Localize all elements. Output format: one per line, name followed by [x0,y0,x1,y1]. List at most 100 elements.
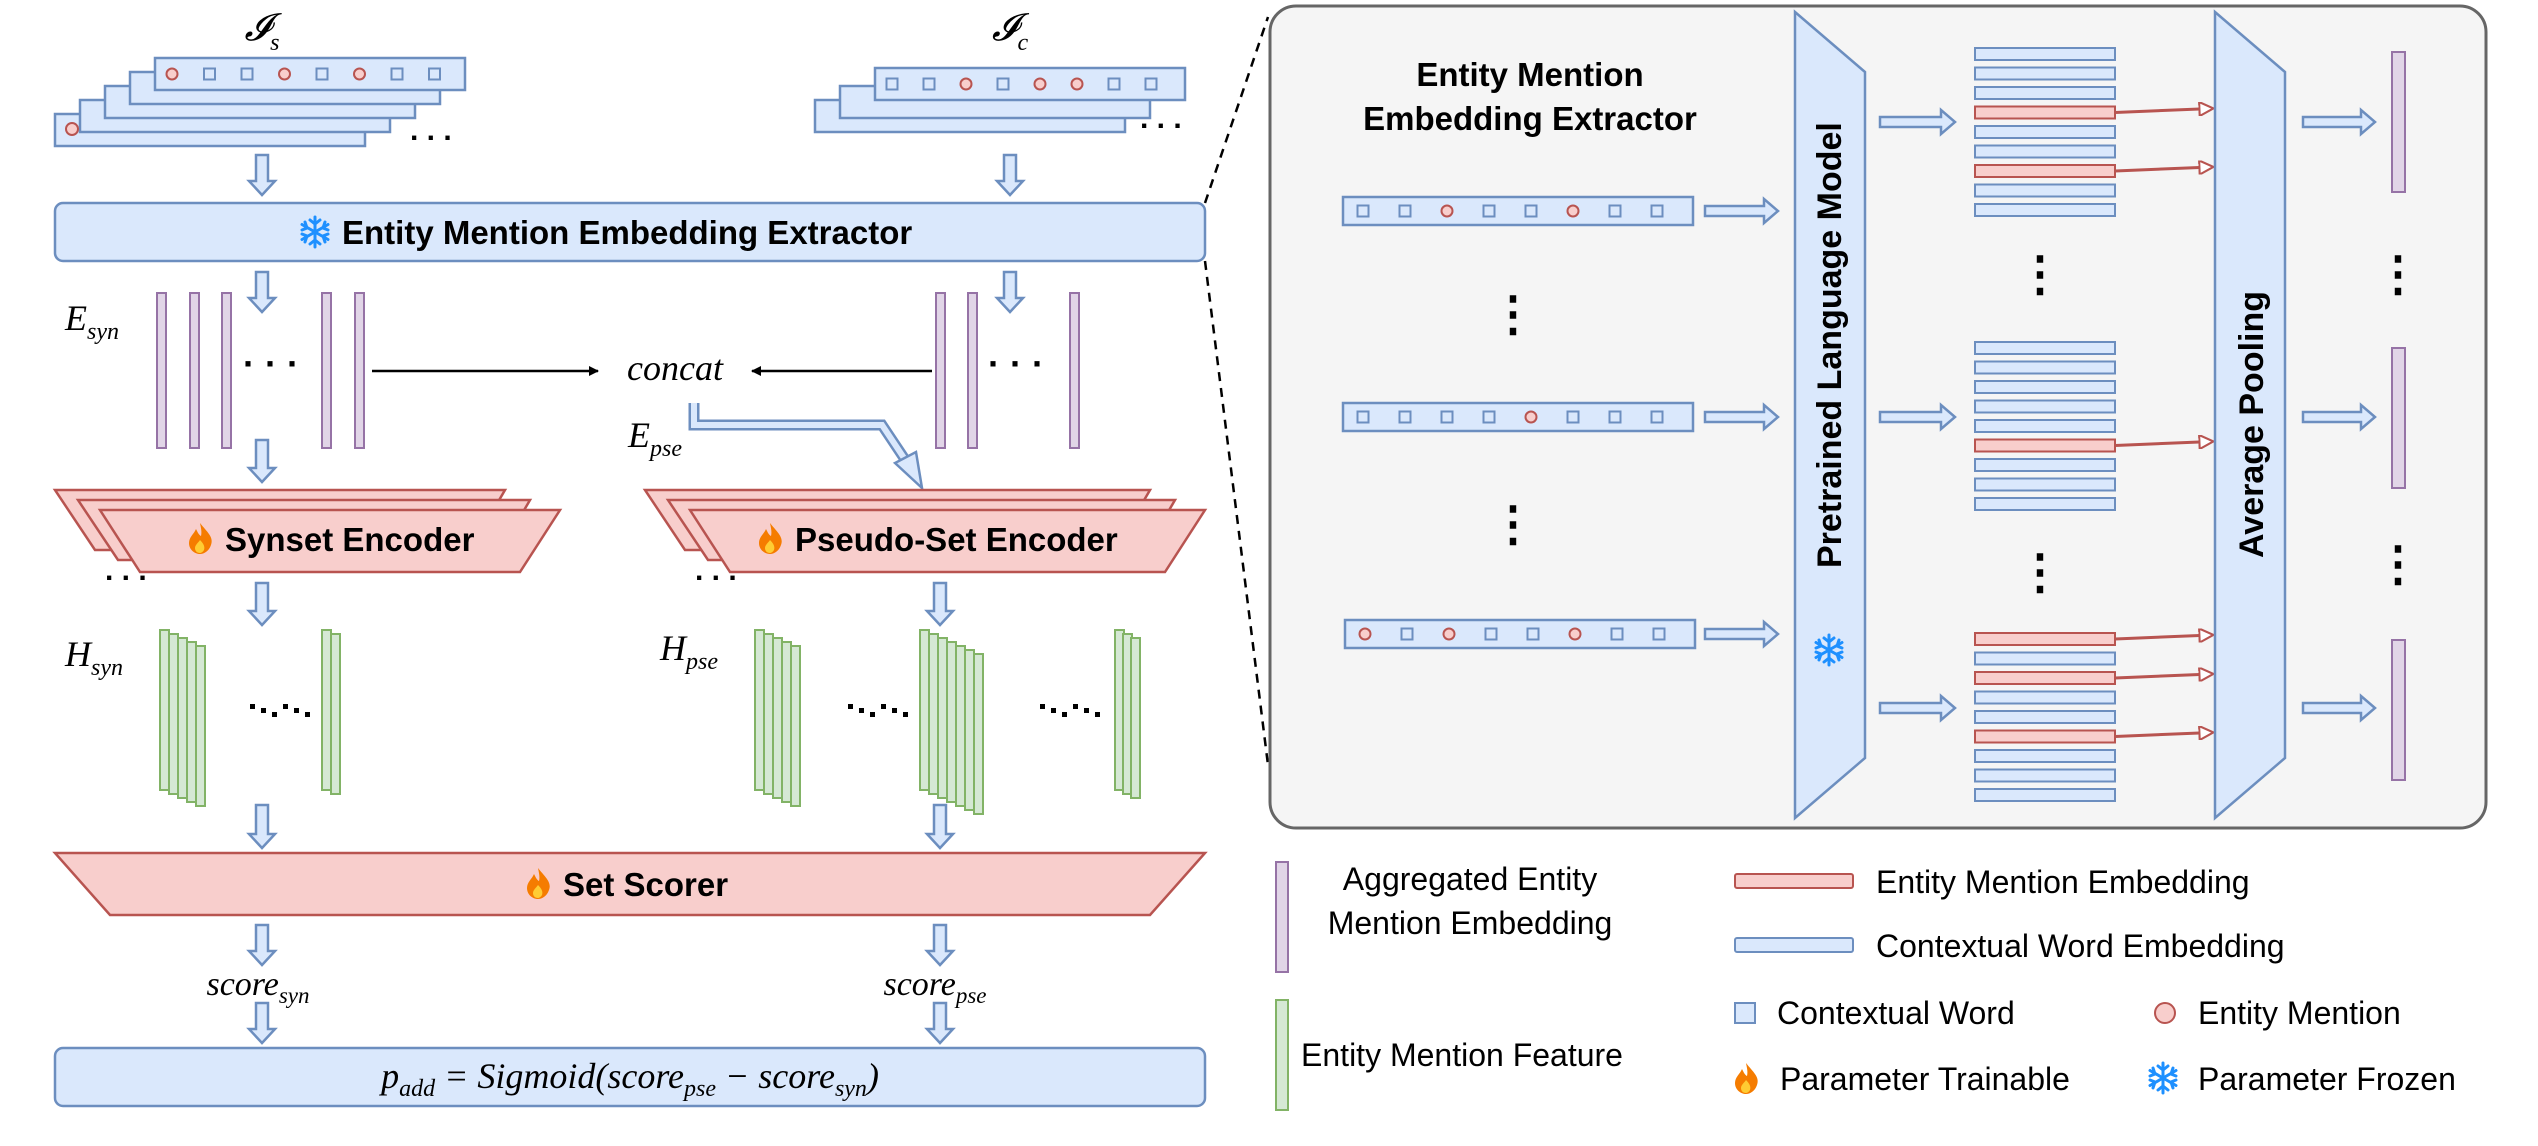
contextual-word-token [203,67,216,81]
embedding-ellipsis: · · · [988,343,1044,384]
candidate-input-stack: . . . [813,66,1187,135]
contextual-embedding [1974,458,2116,472]
pretrained-language-model [1793,9,1867,821]
feature-ellipsis-dot [250,704,255,709]
feature-ellipsis-dot [881,704,886,709]
feature-vector [168,633,179,795]
feature-vector [186,641,197,803]
contextual-embedding [1974,477,2116,492]
feature-ellipsis-dot [859,708,864,713]
contextual-embedding [1974,749,2116,763]
contextual-embedding [1974,47,2116,61]
contextual-embedding [1974,690,2116,705]
plm-label: Pretrained Language Model [1811,122,1849,568]
contextual-word-token [996,77,1010,91]
entity-mention-token [1568,627,1582,641]
pooling-label: Average Pooling [2233,291,2271,558]
legend-feature-label: Entity Mention Feature [1301,1037,1623,1073]
feature-ellipsis-dot [305,712,310,717]
down-arrow [246,153,278,197]
legend-aggregated-line2: Mention Embedding [1328,905,1613,941]
down-arrow [246,1001,278,1045]
synset-encoder: . . . [52,488,563,587]
flame-icon [1735,1063,1758,1094]
mention-embedding [1974,671,2116,685]
sentence-bar [1341,195,1695,227]
vertical-ellipsis: ⋮ [1489,498,1537,551]
pse-embeddings: · · · [935,292,1080,449]
legend-contextual-embedding-swatch [1734,937,1854,953]
entity-mention-token [278,67,291,81]
entity-mention-token [1358,627,1372,641]
extractor-label: Entity Mention Embedding Extractor [342,214,912,251]
input-sentences [1341,195,1697,650]
feature-ellipsis-dot [1062,712,1067,717]
mention-embedding [1974,164,2116,178]
entity-mention-token [165,67,179,81]
contextual-word-token [1566,410,1580,424]
contextual-word-token [1400,627,1414,641]
stack-ellipsis: . . . [1140,102,1182,135]
feature-vector [763,633,774,795]
zoom-connector-bottom [1203,260,1270,766]
vertical-ellipsis: ⋮ [2374,248,2422,301]
feature-ellipsis-dot [1073,704,1078,709]
contextual-word-token [1650,204,1664,218]
contextual-word-token [885,77,899,91]
down-arrow [246,438,278,484]
legend-contextual-word-swatch [1734,1002,1756,1024]
h-pse-label: Hpse [659,628,718,675]
flow-arrows [246,153,1026,1045]
right-arrow [1878,693,1957,723]
contextual-word-token [1356,204,1370,218]
embedding-ellipsis: · · · [243,343,299,384]
contextual-embedding [1974,360,2116,375]
concat-to-pseudo-arrow [688,403,909,462]
contextual-embedding [1974,651,2116,666]
feature-vector [754,629,765,791]
contextual-word-token [1650,410,1664,424]
encoder-ellipsis: . . . [105,554,147,587]
contextual-embedding [1974,399,2116,414]
detail-title-line2: Embedding Extractor [1363,100,1697,137]
mention-embedding [1974,105,2116,120]
mention-to-pool-arrow [2114,167,2212,171]
feature-vector [781,641,792,803]
feature-vector [772,637,783,799]
mention-embedding [1974,632,2116,646]
contextual-embedding [1974,497,2116,511]
score-pse-label: scorepse [883,966,986,1008]
synset-encoder-label: Synset Encoder [225,521,475,558]
entity-mention-token [1524,410,1538,424]
right-arrow [1703,402,1780,432]
right-arrow [1878,402,1957,432]
contextual-word-token [1356,410,1370,424]
encoder-ellipsis: . . . [695,554,737,587]
mention-to-pool-arrow [2114,109,2212,113]
feature-ellipsis-dot [272,712,277,717]
feature-ellipsis-dot [1051,708,1056,713]
feature-ellipsis-dot [903,712,908,717]
legend-aggregated-line1: Aggregated Entity [1343,861,1597,897]
contextual-word-token [1526,627,1540,641]
plm-io-arrows [1703,107,2377,723]
right-arrow [1878,107,1957,137]
feature-ellipsis-dot [1084,708,1089,713]
right-arrow [2301,107,2377,137]
contextual-word-token [1524,204,1538,218]
down-arrow [246,581,278,627]
contextual-word-token [1398,204,1412,218]
mention-to-pool-arrow [2114,733,2212,737]
contextual-embedding [1974,203,2116,217]
feature-vector [955,645,966,807]
entity-mention-token [353,67,366,81]
feature-vector [1130,637,1141,799]
down-arrow [924,923,956,967]
extractor-block [53,201,1207,263]
vertical-ellipsis: ⋮ [2374,538,2422,591]
contextual-word-token [1610,627,1624,641]
entity-mention-token [1440,204,1454,218]
feature-ellipsis-dot [1095,712,1100,717]
sentence-bar [1343,618,1697,650]
entity-mention-token [1033,77,1047,91]
